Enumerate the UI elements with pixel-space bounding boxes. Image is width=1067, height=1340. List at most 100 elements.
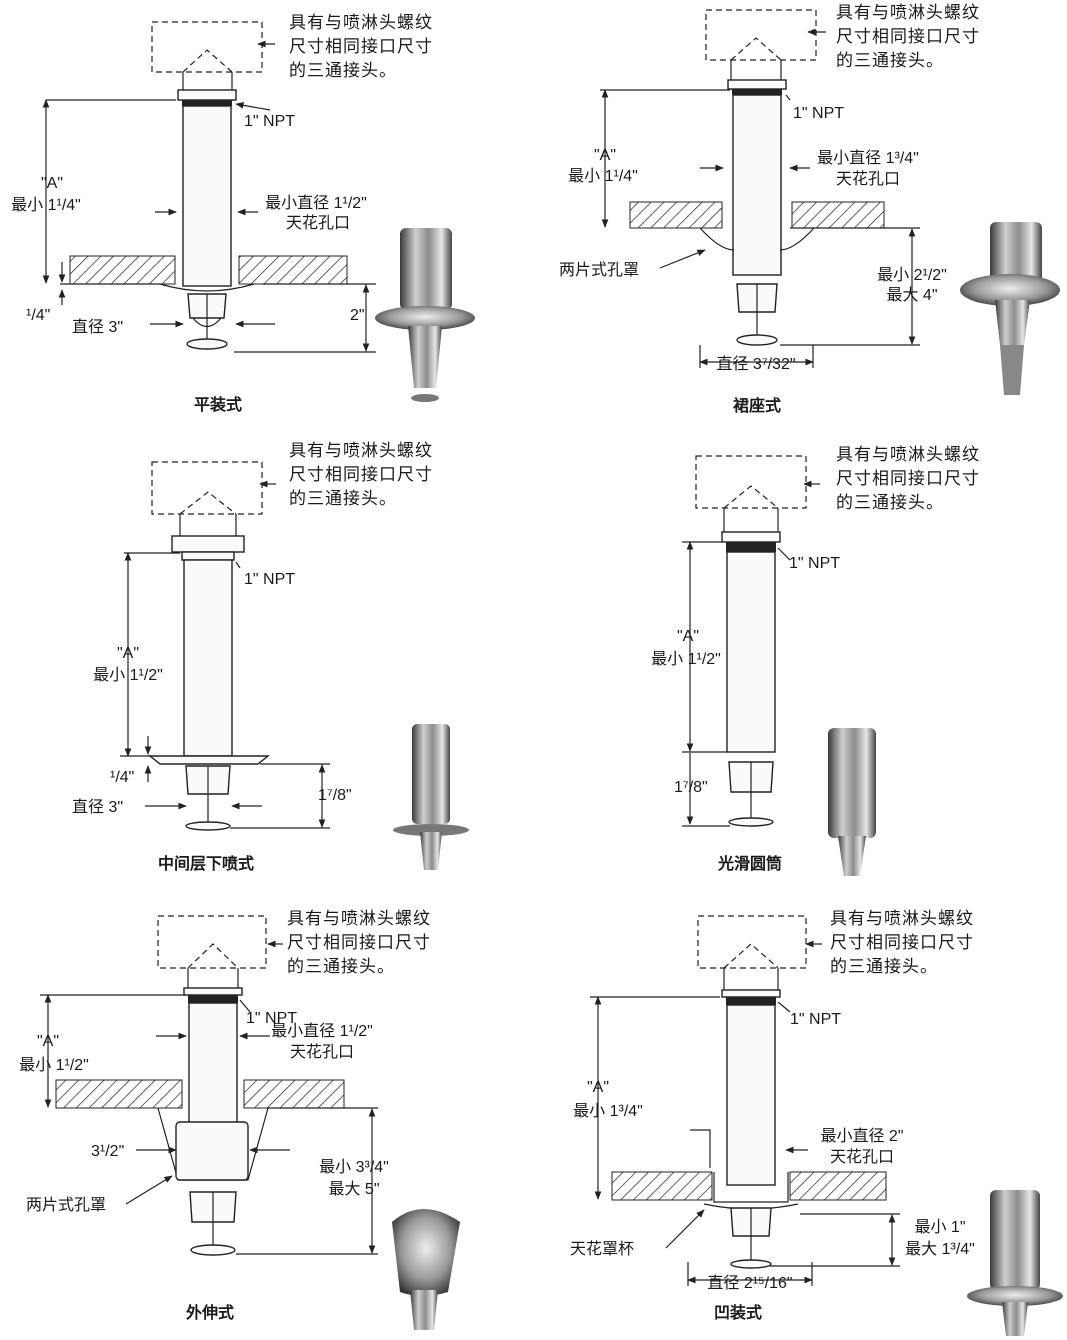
ceiling — [789, 1171, 887, 1201]
opening-sub-label: 天花孔口 — [290, 1043, 354, 1061]
tee-fitting — [151, 21, 263, 90]
sprinkler-head — [186, 293, 228, 350]
tee-note-line1: 具有与喷淋头螺纹 — [836, 3, 980, 22]
sprinkler-head — [189, 1191, 237, 1256]
a-label: "A" — [41, 175, 63, 192]
escutcheon-plate — [159, 283, 255, 292]
escutcheon-label: 两片式孔罩 — [559, 261, 639, 279]
diameter-label: 直径 3⁷/32" — [716, 355, 795, 373]
caption: 凹装式 — [714, 1303, 762, 1322]
diameter-label: 直径 2¹⁵/16" — [707, 1274, 792, 1292]
recessed-cup — [713, 1172, 789, 1203]
drop-pipe — [732, 94, 782, 276]
a-min-label: 最小 1¹/2" — [651, 650, 721, 668]
caption: 中间层下喷式 — [158, 854, 254, 873]
npt-thread — [732, 89, 782, 95]
range-min-label: 最小 3³/4" — [319, 1158, 389, 1176]
sprinkler-head — [185, 765, 231, 831]
ceiling — [791, 201, 885, 229]
panel-intermediate-pendent: 具有与喷淋头螺纹 尺寸相同接口尺寸 的三通接头。 1" NPT "A" 最小 1… — [72, 441, 469, 873]
caption: 裙座式 — [733, 396, 781, 415]
panel-extended: 具有与喷淋头螺纹 尺寸相同接口尺寸 的三通接头。 1" NPT 最小直径 1¹/… — [19, 909, 460, 1330]
opening-label: 最小直径 1³/4" — [817, 149, 919, 167]
ceiling — [55, 1079, 183, 1109]
tee-fitting — [151, 461, 263, 536]
tee-collar — [171, 535, 245, 553]
tee-fitting — [697, 915, 807, 990]
a-label: "A" — [37, 1033, 59, 1050]
sprinkler-photo — [393, 724, 469, 870]
a-label: "A" — [594, 147, 616, 164]
shield-plate — [148, 755, 270, 765]
gap-label: ¹/4" — [26, 307, 50, 324]
tee-note-line1: 具有与喷淋头螺纹 — [830, 909, 974, 928]
escutcheon-right — [779, 227, 815, 251]
a-min-label: 最小 1¹/2" — [93, 666, 163, 684]
tee-fitting — [157, 915, 267, 988]
tee-note-line1: 具有与喷淋头螺纹 — [836, 445, 980, 464]
opening-sub-label: 天花孔口 — [830, 1148, 894, 1166]
diameter-label: 直径 3" — [72, 318, 123, 336]
sprinkler-photo — [828, 728, 876, 876]
ceiling — [611, 1171, 713, 1201]
range-min-label: 最小 1" — [914, 1218, 965, 1236]
tee-note-line2: 尺寸相同接口尺寸 — [830, 933, 974, 952]
escutcheon-left — [699, 227, 735, 251]
npt-thread — [182, 100, 232, 106]
tee-note-line2: 尺寸相同接口尺寸 — [287, 933, 431, 952]
npt-label: 1" NPT — [790, 1011, 841, 1028]
sprinkler-photo — [392, 1209, 460, 1330]
tee-note-line2: 尺寸相同接口尺寸 — [289, 37, 433, 56]
tee-note-line3: 的三通接头。 — [289, 489, 397, 508]
drop-pipe — [726, 551, 776, 753]
panel-plain-barrel: 具有与喷淋头螺纹 尺寸相同接口尺寸 的三通接头。 1" NPT "A" 最小 1… — [651, 445, 980, 876]
opening-label: 最小直径 2" — [820, 1127, 903, 1145]
caption: 平装式 — [194, 395, 242, 414]
opening-label: 最小直径 1¹/2" — [271, 1022, 373, 1040]
panel-recessed: 具有与喷淋头螺纹 尺寸相同接口尺寸 的三通接头。 1" NPT "A" 最小 1… — [570, 909, 1063, 1336]
sprinkler-head — [728, 761, 774, 827]
a-min-label: 最小 1¹/4" — [568, 167, 638, 185]
range-max-label: 最大 5" — [328, 1180, 379, 1198]
drop-pipe — [183, 559, 233, 757]
drop-label: 1⁷/8" — [318, 787, 352, 804]
tee-note-line3: 的三通接头。 — [836, 51, 944, 70]
drop-pipe — [182, 105, 232, 287]
npt-label: 1" NPT — [246, 1010, 297, 1027]
drop-label: 1⁷/8" — [674, 779, 708, 796]
tee-note-line1: 具有与喷淋头螺纹 — [289, 441, 433, 460]
npt-thread — [188, 995, 238, 1003]
tee-fitting — [705, 9, 817, 80]
range-max-label: 最大 4" — [886, 286, 937, 304]
a-min-label: 最小 1¹/2" — [19, 1056, 89, 1074]
caption: 外伸式 — [185, 1303, 234, 1322]
ceiling — [238, 255, 348, 285]
npt-thread — [726, 542, 776, 552]
tee-collar — [721, 989, 781, 998]
sprinkler-head — [736, 283, 778, 346]
a-label: "A" — [677, 628, 699, 645]
range-min-label: 最小 2¹/2" — [877, 266, 947, 284]
sprinkler-photo — [960, 222, 1060, 395]
a-min-label: 最小 1³/4" — [573, 1102, 643, 1120]
escutcheon-label: 两片式孔罩 — [26, 1196, 106, 1214]
drop-label: 2" — [350, 307, 365, 324]
escutcheon-label: 天花罩杯 — [570, 1240, 634, 1258]
sprinkler-head — [730, 1207, 772, 1269]
tee-fitting — [695, 455, 807, 532]
npt-thread — [726, 997, 776, 1005]
tee-note-line2: 尺寸相同接口尺寸 — [289, 465, 433, 484]
caption: 光滑圆筒 — [717, 854, 782, 873]
drop-pipe — [726, 1004, 776, 1186]
range-max-label: 最大 1³/4" — [905, 1240, 975, 1258]
diameter-label: 直径 3" — [72, 798, 123, 816]
ceiling — [69, 255, 176, 285]
npt-label: 1" NPT — [244, 113, 295, 130]
sprinkler-photo — [375, 228, 475, 402]
npt-label: 1" NPT — [789, 555, 840, 572]
tee-note-line2: 尺寸相同接口尺寸 — [836, 27, 980, 46]
tee-collar — [727, 79, 787, 90]
panel-skirt: 具有与喷淋头螺纹 尺寸相同接口尺寸 的三通接头。 1" NPT "A" 最小 1… — [559, 3, 1060, 415]
npt-label: 1" NPT — [793, 105, 844, 122]
tee-note-line3: 的三通接头。 — [836, 493, 944, 512]
